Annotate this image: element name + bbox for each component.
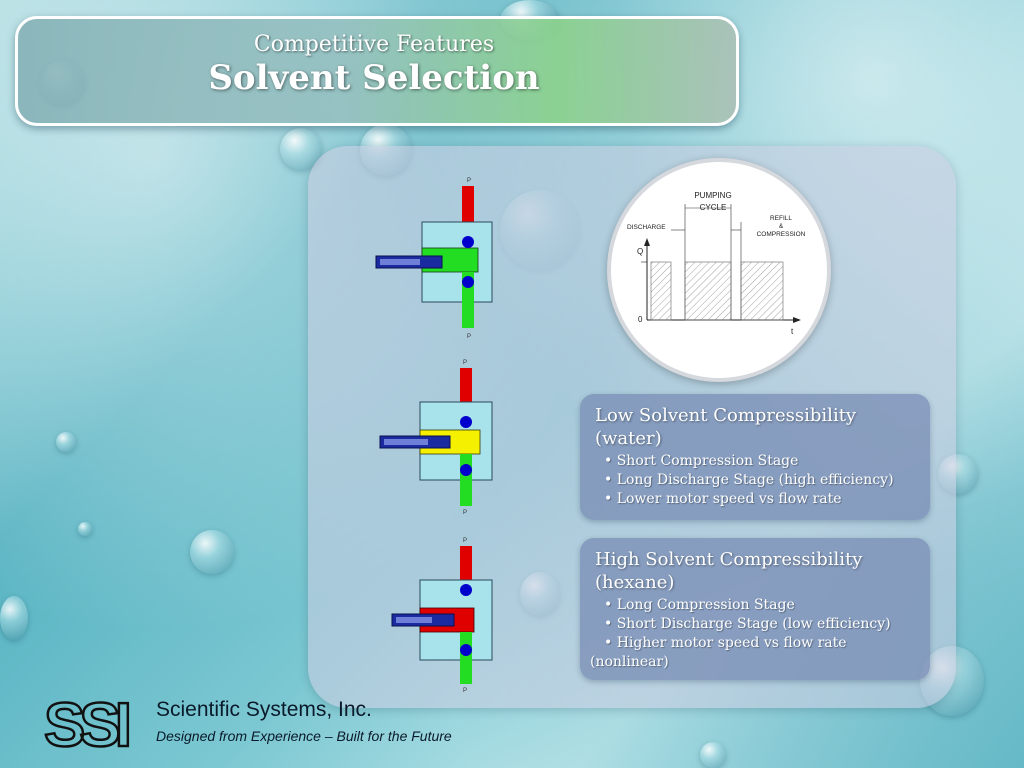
list-item: • Long Discharge Stage (high efficiency) bbox=[604, 472, 894, 488]
outlet-check-valve bbox=[462, 276, 474, 288]
high-compressibility-list: • Long Compression Stage • Short Dischar… bbox=[580, 596, 930, 672]
low-compressibility-heading: Low Solvent Compressibility (water) bbox=[595, 405, 857, 449]
high-compressibility-heading: High Solvent Compressibility (hexane) bbox=[595, 549, 863, 593]
low-compressibility-box: Low Solvent Compressibility (water) • Sh… bbox=[580, 394, 930, 520]
pressure-label-top: P bbox=[467, 178, 471, 184]
logo-text: SSI bbox=[44, 692, 129, 752]
compression-label: COMPRESSION bbox=[757, 231, 806, 238]
outlet-check-valve bbox=[460, 644, 472, 656]
bubble-decoration bbox=[700, 742, 726, 768]
piston-highlight bbox=[396, 617, 432, 623]
low-compressibility-list: • Short Compression Stage • Long Dischar… bbox=[580, 452, 930, 509]
flow-block bbox=[684, 261, 732, 321]
list-item: • Long Compression Stage bbox=[604, 597, 795, 613]
bubble-decoration bbox=[78, 522, 92, 536]
pressure-label-top: P bbox=[463, 360, 467, 366]
pressure-label-top: P bbox=[463, 538, 467, 544]
outlet-channel bbox=[460, 454, 472, 506]
pressure-label-bottom: P bbox=[467, 334, 471, 340]
pumping-heading: PUMPING bbox=[694, 191, 731, 200]
x-axis-arrow bbox=[793, 317, 801, 323]
pump-diagram-compression: P P bbox=[379, 360, 493, 516]
bubble-decoration bbox=[190, 530, 234, 574]
inlet-check-valve bbox=[460, 584, 472, 596]
outlet-channel bbox=[460, 632, 472, 684]
pressure-label-bottom: P bbox=[463, 688, 467, 694]
slide-title: Solvent Selection bbox=[208, 58, 540, 98]
discharge-label: DISCHARGE bbox=[627, 224, 666, 231]
x-axis-label: t bbox=[791, 327, 794, 336]
y-zero-label: 0 bbox=[638, 315, 643, 324]
bubble-decoration bbox=[56, 432, 76, 452]
ampersand-label: & bbox=[779, 223, 784, 230]
inlet-check-valve bbox=[460, 416, 472, 428]
y-axis-label: Q bbox=[637, 247, 643, 256]
pressure-label-bottom: P bbox=[463, 510, 467, 516]
list-item: • Short Compression Stage bbox=[604, 453, 799, 469]
outlet-check-valve bbox=[460, 464, 472, 476]
list-item: • Lower motor speed vs flow rate bbox=[604, 491, 842, 507]
list-item: • Short Discharge Stage (low efficiency) bbox=[604, 616, 891, 632]
cycle-heading: CYCLE bbox=[700, 203, 727, 212]
flow-block bbox=[740, 261, 784, 321]
pump-diagram-discharge: P P bbox=[375, 178, 493, 340]
company-tagline: Designed from Experience – Built for the… bbox=[156, 728, 452, 744]
bubble-decoration bbox=[0, 596, 28, 640]
company-name: Scientific Systems, Inc. bbox=[156, 698, 372, 721]
high-compressibility-box: High Solvent Compressibility (hexane) • … bbox=[580, 538, 930, 680]
slide-subtitle: Competitive Features bbox=[253, 32, 495, 57]
y-axis-arrow bbox=[644, 238, 650, 246]
list-item: (nonlinear) bbox=[590, 654, 669, 670]
pump-diagram-refill: P P bbox=[391, 538, 493, 694]
piston-highlight bbox=[384, 439, 428, 445]
title-banner bbox=[15, 16, 739, 126]
list-item: • Higher motor speed vs flow rate bbox=[604, 635, 847, 651]
refill-label: REFILL bbox=[770, 215, 792, 222]
flow-block bbox=[650, 261, 672, 321]
ssi-logo: SSI bbox=[44, 692, 136, 752]
piston-highlight bbox=[380, 259, 420, 265]
inlet-check-valve bbox=[462, 236, 474, 248]
pumping-cycle-chart: PUMPING CYCLE DISCHARGE REFILL & COMPRES… bbox=[627, 191, 806, 336]
